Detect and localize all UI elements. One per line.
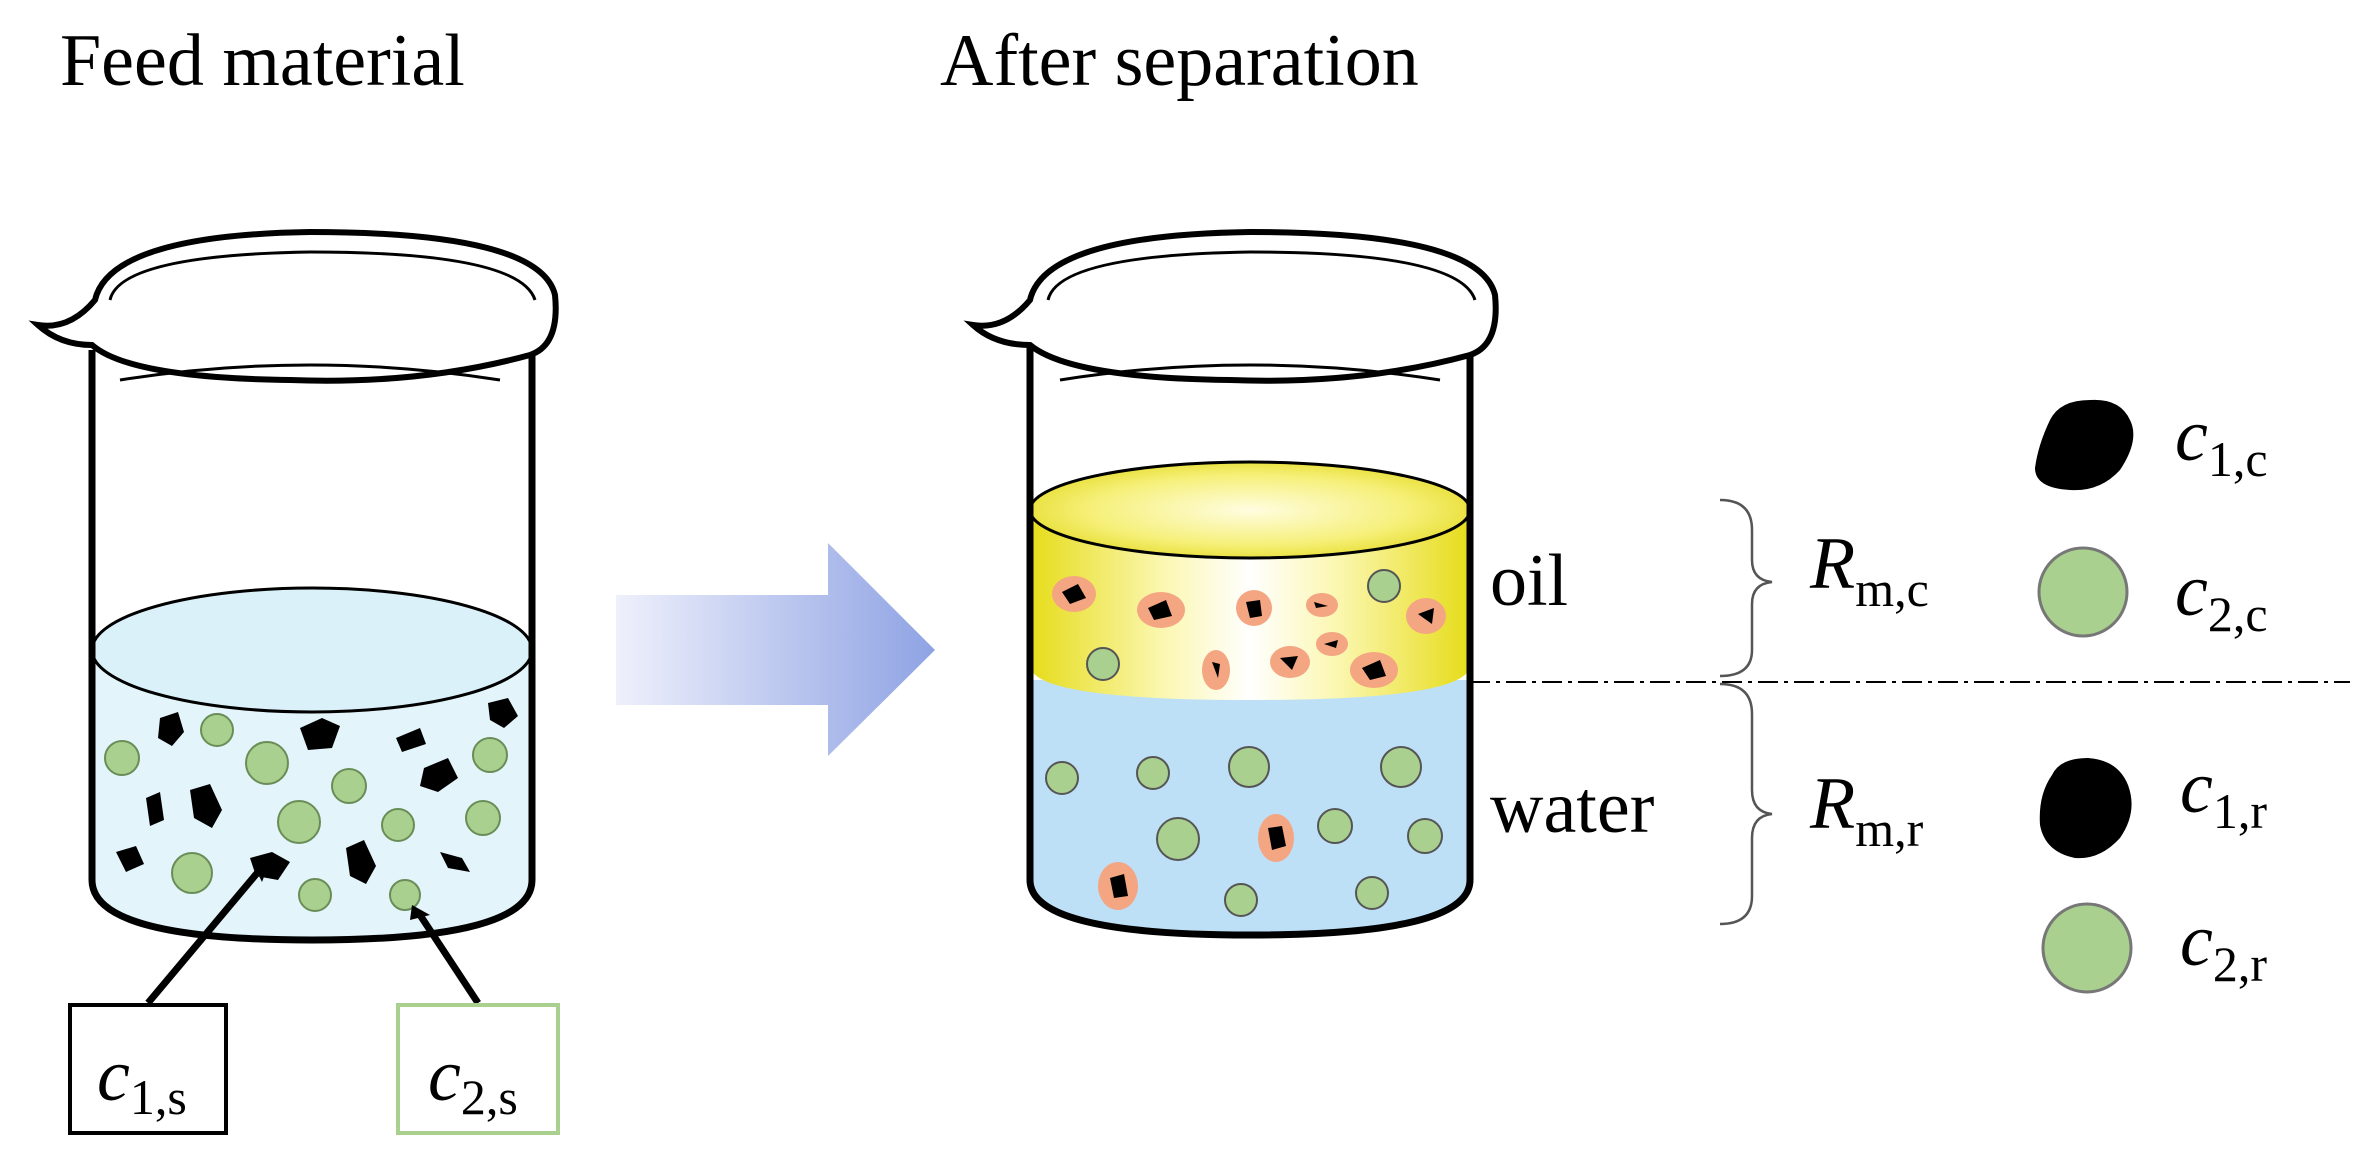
feed-material-title: Feed material [60, 20, 465, 102]
green-particle [1156, 817, 1200, 861]
oil-label: oil [1490, 540, 1568, 622]
coated-particle [1270, 646, 1310, 678]
green-particle [1407, 818, 1443, 854]
pointer-arrowhead [410, 905, 430, 920]
legend-label-c1c: c1,c [2175, 395, 2268, 487]
legend-label-c1r: c1,r [2180, 747, 2267, 839]
feed-beaker-rim [28, 228, 559, 384]
legend-marker-black-particle [2035, 399, 2134, 491]
black-particle [440, 852, 470, 872]
legend-marker-black-particle [2039, 758, 2132, 859]
coated-particle [1098, 862, 1138, 910]
black-particle [190, 784, 222, 828]
brace-oil [1719, 498, 1773, 678]
coated-particle [1350, 652, 1398, 688]
pointer-arrowhead [252, 856, 272, 882]
black-particle [420, 758, 458, 792]
legend-marker-green-particle [2037, 546, 2129, 638]
green-particle [171, 852, 213, 894]
green-particle [277, 800, 321, 844]
feed-beaker [28, 228, 559, 1006]
black-particle [300, 718, 340, 750]
legend: c1,c c2,c c1,r c2,r [2035, 395, 2268, 994]
green-particle [1355, 876, 1389, 910]
oil-surface [1028, 460, 1472, 560]
green-particle [1380, 746, 1422, 788]
label-c1s: c1,s [97, 1035, 187, 1125]
coated-particle [1316, 632, 1348, 656]
pointer-arrow-c2s [417, 913, 481, 1005]
feed-particles [104, 698, 518, 912]
green-particle [245, 741, 289, 785]
ratio-rmr: Rm,r [1809, 763, 1924, 857]
pointer-arrow-c1s [145, 869, 261, 1006]
brace-water [1719, 682, 1773, 926]
black-particle [116, 846, 144, 872]
legend-marker-green-particle [2041, 902, 2133, 994]
green-particle [389, 879, 421, 911]
green-particle [200, 713, 234, 747]
green-particle [1045, 761, 1079, 795]
green-particle [472, 737, 508, 773]
black-particle [158, 712, 184, 746]
water-particles [1045, 746, 1443, 917]
green-particle [1136, 756, 1170, 790]
legend-label-c2r: c2,r [2180, 900, 2267, 992]
black-particle [346, 840, 376, 884]
green-particle [1367, 569, 1401, 603]
feed-liquid-surface [90, 586, 534, 714]
green-particle [104, 740, 140, 776]
oil-particles [1052, 569, 1446, 690]
water-layer [1030, 680, 1470, 935]
water-label: water [1490, 767, 1654, 849]
green-particle [1317, 808, 1353, 844]
coated-particle [1202, 650, 1230, 690]
coated-particle [1052, 576, 1096, 612]
coated-particle [1406, 598, 1446, 634]
separated-beaker-rim [963, 228, 1499, 384]
label-box-c2s [396, 1003, 560, 1135]
separated-beaker [963, 228, 1499, 939]
green-particle [465, 800, 501, 836]
coated-particle [1137, 592, 1185, 628]
coated-particle [1236, 590, 1272, 626]
ratio-rmc: Rm,c [1809, 523, 1929, 617]
after-separation-title: After separation [940, 20, 1419, 102]
black-particle [396, 728, 426, 752]
green-particle [1228, 746, 1270, 788]
green-particle [1086, 647, 1120, 681]
label-box-c1s [68, 1003, 228, 1135]
process-arrow [616, 543, 935, 756]
green-particle [298, 878, 332, 912]
coated-particle [1306, 593, 1338, 617]
legend-label-c2c: c2,c [2175, 550, 2268, 642]
green-particle [331, 768, 367, 804]
black-particle [146, 792, 164, 826]
green-particle [381, 808, 415, 842]
green-particle [1224, 883, 1258, 917]
label-c2s: c2,s [428, 1035, 518, 1125]
coated-particle [1258, 814, 1294, 862]
black-particle [488, 698, 518, 728]
